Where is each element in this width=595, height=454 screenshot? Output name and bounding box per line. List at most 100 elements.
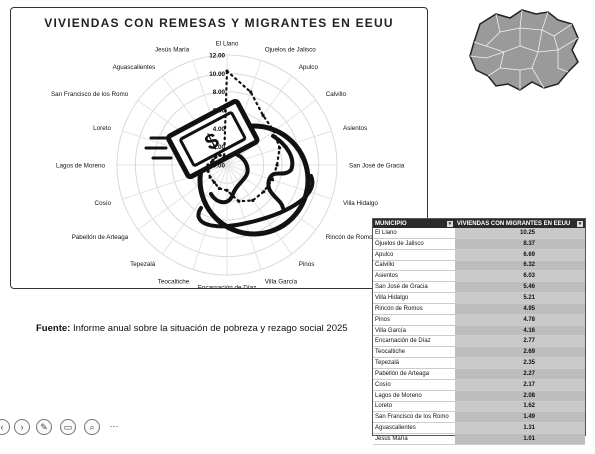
radar-category-label: Rincón de Romos [326,234,376,241]
chart-title: VIVIENDAS CON REMESAS Y MIGRANTES EN EEU… [44,16,394,30]
municipios-table: MUNICIPIO▾ VIVIENDAS CON MIGRANTES EN EE… [372,218,586,445]
globe-continent [266,134,295,210]
slides-icon[interactable]: ▭ [60,419,76,435]
radar-spoke [226,164,262,270]
radar-tick-label: 4.00 [213,126,226,133]
motion-lines-icon [144,136,173,160]
filter-dropdown-icon[interactable]: ▾ [577,220,583,227]
radar-data-point [270,178,275,182]
radar-chart-card: VIVIENDAS CON REMESAS Y MIGRANTES EN EEU… [10,7,428,289]
radar-data-point [211,158,215,163]
radar-data-point [261,113,265,117]
value-cell: 1.31 [454,422,585,435]
municipio-cell: Aguascalientes [373,422,455,435]
prev-icon[interactable]: ‹ [0,419,10,435]
radar-data-point [217,186,221,191]
radar-category-label: Apulco [299,64,319,71]
radar-spoke [137,164,228,231]
radar-data-point [262,190,266,194]
municipio-cell: El Llano [373,228,455,239]
value-cell: 2.27 [454,368,585,380]
pen-icon[interactable]: ✎ [36,419,52,435]
value-cell: 1.01 [454,433,585,445]
state-map-outline [469,9,579,91]
municipio-cell: San Francisco de los Romo [373,411,455,424]
col-header-municipio[interactable]: MUNICIPIO▾ [373,219,455,228]
municipio-cell: Villa García [373,325,455,337]
filter-dropdown-icon[interactable]: ▾ [446,220,453,227]
zoom-icon[interactable]: ⌕ [84,419,100,435]
table-header-row: MUNICIPIO▾ VIVIENDAS CON MIGRANTES EN EE… [373,219,585,228]
municipio-cell: Cosío [373,379,455,391]
source-note: Fuente: Informe anual sobre la situación… [36,323,348,334]
value-cell: 8.37 [454,238,585,250]
municipio-cell: Ojuelos de Jalisco [373,238,455,250]
radar-category-label: Tepezalá [130,261,156,268]
radar-category-label: Lagos de Moreno [56,163,106,170]
radar-category-label: Villa García [265,279,298,286]
radar-data-point [222,154,226,158]
municipio-cell: Encarnación de Díaz [373,335,455,348]
radar-data-point [277,146,282,150]
radar-data-point [208,175,212,179]
state-map-image [469,9,579,91]
value-cell: 2.69 [454,346,585,359]
value-cell: 2.77 [454,335,585,348]
radar-tick-label: 12.00 [209,53,225,60]
radar-data-point [272,129,276,133]
more-icon[interactable]: ⋯ [109,421,119,431]
radar-category-label: Cosío [95,200,112,207]
radar-data-point [249,90,253,94]
value-cell: 1.62 [454,401,585,413]
municipio-cell: Apulco [373,249,455,261]
municipio-cell: Rincón de Romos [373,303,455,315]
municipio-cell: Teocaltiche [373,346,455,359]
radar-category-label: Villa Hidalgo [343,200,378,207]
radar-spoke [226,99,317,166]
banknote-icon: $ [166,99,260,180]
value-cell: 6.32 [454,260,585,272]
value-cell: 2.35 [454,357,585,369]
radar-spoke [226,164,332,200]
value-cell: 4.16 [454,325,585,337]
value-cell: 2.08 [454,390,585,402]
value-cell: 1.49 [454,411,585,424]
source-label: Fuente: [36,323,71,334]
value-cell: 5.21 [454,292,585,304]
globe-icon [197,123,311,237]
radar-category-label: Ojuelos de Jalisco [265,46,317,53]
value-cell: 2.17 [454,379,585,391]
value-cell: 5.46 [454,281,585,294]
radar-spoke [226,164,293,255]
col-header-viviendas[interactable]: VIVIENDAS CON MIGRANTES EN EEUU▾ [454,219,585,228]
radar-category-label: Pinos [299,261,315,268]
next-icon[interactable]: › [14,419,30,435]
radar-data-point [218,153,222,157]
radar-data-point [225,188,229,192]
radar-tick-label: 0.00 [213,163,226,170]
